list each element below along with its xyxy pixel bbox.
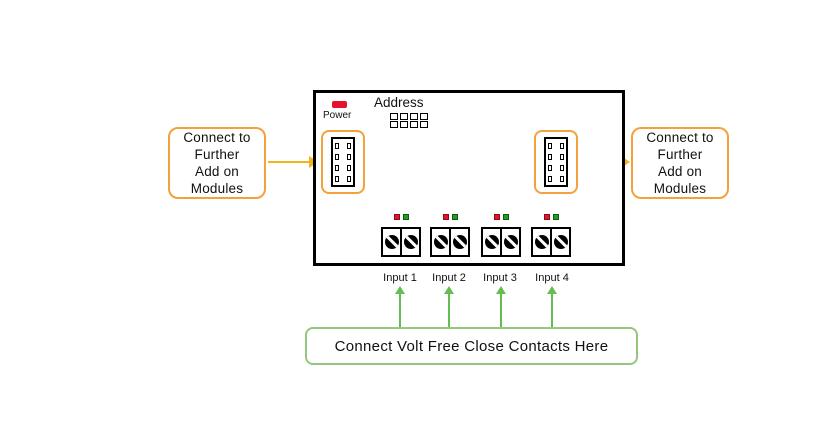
right-note-line: Add on (658, 164, 702, 179)
right-note-line: Further (657, 147, 703, 162)
power-led-icon (332, 101, 347, 108)
status-leds (443, 214, 458, 220)
screw-terminal-icon (433, 235, 448, 249)
led-green-icon (452, 214, 458, 220)
left-note-box: Connect to Further Add on Modules (168, 127, 266, 199)
right-note-line: Modules (653, 181, 707, 196)
left-note-line: Modules (190, 181, 244, 196)
terminal-block (381, 227, 421, 257)
address-label: Address (374, 95, 424, 110)
terminal-group-input-1 (381, 214, 423, 259)
left-note-line: Add on (195, 164, 239, 179)
bottom-note-text: Connect Volt Free Close Contacts Here (334, 337, 609, 355)
terminal-block (481, 227, 521, 257)
led-green-icon (503, 214, 509, 220)
terminal-group-input-4 (531, 214, 573, 259)
led-green-icon (403, 214, 409, 220)
led-red-icon (494, 214, 500, 220)
arrow-up-icon (496, 286, 506, 327)
pin-header-icon (331, 137, 355, 187)
screw-terminal-icon (553, 235, 568, 249)
address-dip-switch-icon (390, 113, 428, 128)
status-leds (544, 214, 559, 220)
left-note-line: Connect to (183, 130, 251, 145)
status-leds (494, 214, 509, 220)
screw-terminal (430, 227, 451, 257)
status-leds (394, 214, 409, 220)
arrow-up-icon (547, 286, 557, 327)
screw-terminal (500, 227, 521, 257)
pin-header-icon (544, 137, 568, 187)
screw-terminal (531, 227, 552, 257)
led-red-icon (443, 214, 449, 220)
led-red-icon (394, 214, 400, 220)
screw-terminal (381, 227, 402, 257)
right-note-line: Connect to (646, 130, 714, 145)
arrow-up-icon (395, 286, 405, 327)
left-arrow-right-icon (268, 156, 318, 168)
screw-terminal-icon (384, 235, 399, 249)
screw-terminal-icon (403, 235, 418, 249)
input-2-label: Input 2 (432, 272, 466, 284)
led-green-icon (553, 214, 559, 220)
terminal-group-input-3 (481, 214, 523, 259)
arrow-up-icon (444, 286, 454, 327)
module-board: Power Address (313, 90, 625, 266)
led-red-icon (544, 214, 550, 220)
screw-terminal (449, 227, 470, 257)
left-connector (321, 130, 365, 194)
screw-terminal (481, 227, 502, 257)
power-label: Power (323, 110, 352, 121)
input-4-label: Input 4 (535, 272, 569, 284)
terminal-group-input-2 (430, 214, 472, 259)
screw-terminal-icon (534, 235, 549, 249)
screw-terminal-icon (503, 235, 518, 249)
input-3-label: Input 3 (483, 272, 517, 284)
screw-terminal-icon (484, 235, 499, 249)
screw-terminal-icon (452, 235, 467, 249)
right-note-box: Connect to Further Add on Modules (631, 127, 729, 199)
input-1-label: Input 1 (383, 272, 417, 284)
screw-terminal (550, 227, 571, 257)
right-connector (534, 130, 578, 194)
screw-terminal (400, 227, 421, 257)
bottom-note-box: Connect Volt Free Close Contacts Here (305, 327, 638, 365)
terminal-block (430, 227, 470, 257)
left-note-line: Further (194, 147, 240, 162)
terminal-block (531, 227, 571, 257)
